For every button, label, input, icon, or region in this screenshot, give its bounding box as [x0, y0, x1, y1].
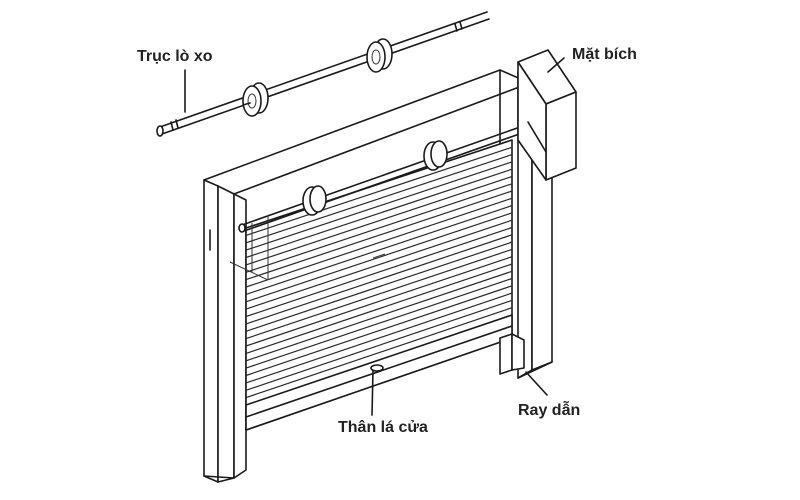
flange-plate — [517, 49, 577, 181]
door-slat-line — [245, 168, 513, 259]
door-slat-line — [245, 183, 513, 273]
door-slat-line — [245, 256, 513, 347]
door-slat-line — [245, 161, 513, 251]
door-slat-line — [245, 307, 513, 399]
door-slat-line — [245, 190, 513, 281]
left-guide-rail — [203, 179, 247, 483]
spring-wheel-1 — [242, 82, 269, 117]
label-flange: Mặt bích — [572, 46, 637, 63]
door-slat-line — [245, 175, 513, 266]
door-slat-line — [245, 146, 513, 236]
door-slat-line — [245, 277, 513, 369]
spring-shaft-exploded — [156, 11, 490, 137]
door-slat-line — [245, 234, 513, 325]
door-slat-line — [245, 205, 513, 295]
door-slat-line — [245, 248, 513, 340]
door-slat-line — [245, 241, 513, 332]
door-slat-line — [245, 154, 513, 244]
door-slat-line — [245, 270, 513, 362]
door-slat-line — [245, 197, 513, 288]
label-spring-shaft: Trục lò xo — [137, 48, 213, 65]
door-slat-line — [245, 212, 513, 303]
installed-shaft — [229, 119, 543, 281]
label-guide-rail: Ray dẫn — [518, 402, 581, 419]
label-door-body: Thân lá cửa — [338, 419, 428, 436]
door-slat-line — [245, 299, 513, 391]
spring-wheel-2 — [366, 38, 393, 73]
door-slat-line — [245, 219, 513, 310]
flange-leader-line — [547, 57, 565, 73]
body-leader-line — [371, 369, 374, 416]
door-slat-line — [245, 285, 513, 377]
door-slat-line — [245, 263, 513, 354]
door-slat-line — [245, 226, 513, 318]
door-slat-line — [245, 292, 513, 384]
rail-leader-line — [525, 371, 548, 396]
